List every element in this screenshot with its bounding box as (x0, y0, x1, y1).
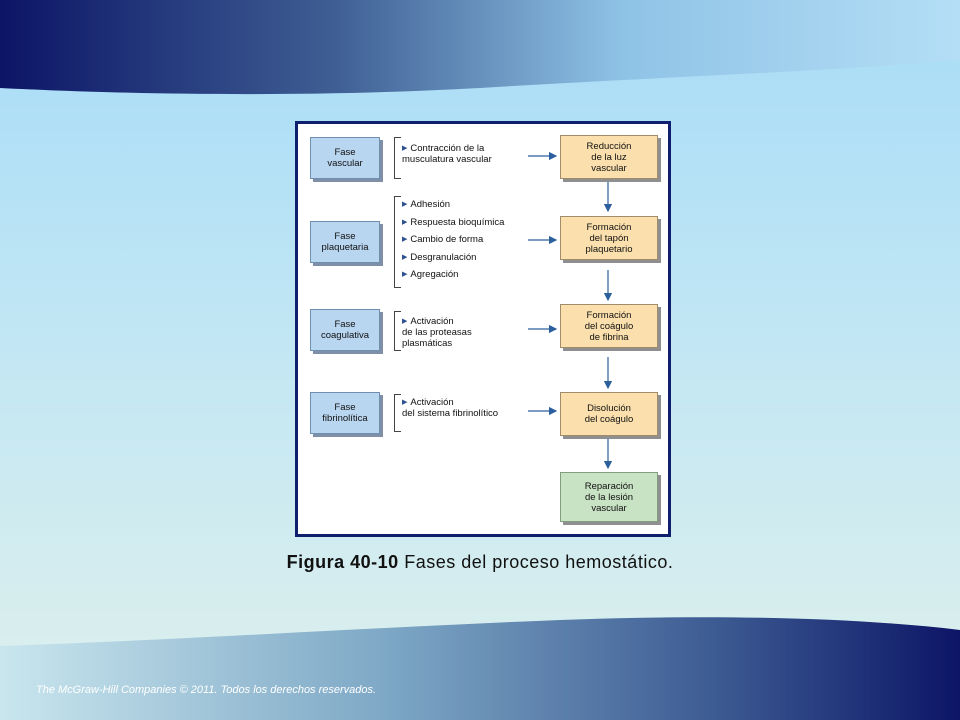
caption-number: Figura 40-10 (286, 552, 399, 572)
result-box-coagulo: Formación del coágulo de fibrina (560, 304, 658, 348)
result-box-disolucion: Disolución del coágulo (560, 392, 658, 436)
triangle-bullet-icon: ▶ (402, 145, 408, 152)
footer-copyright: The McGraw-Hill Companies © 2011. Todos … (36, 684, 377, 696)
phase-box-vascular: Fase vascular (310, 137, 380, 179)
phase-box-fibrinolitica: Fase fibrinolítica (310, 392, 380, 434)
list-item: ▶Contracción de la musculatura vascular (402, 143, 492, 165)
phase-box-coagulativa: Fase coagulativa (310, 309, 380, 351)
result-box-reduccion: Reducción de la luz vascular (560, 135, 658, 179)
result-box-tapon: Formación del tapón plaquetario (560, 216, 658, 260)
triangle-bullet-icon: ▶ (402, 271, 408, 278)
result-box-reparacion: Reparación de la lesión vascular (560, 472, 658, 522)
bracket-fibrinolitica (394, 394, 401, 432)
bracket-plaquetaria (394, 196, 401, 288)
list-item: ▶Desgranulación (402, 252, 477, 263)
phase-box-plaquetaria: Fase plaquetaria (310, 221, 380, 263)
list-item: ▶Activación del sistema fibrinolítico (402, 397, 499, 419)
list-item: ▶Adhesión (402, 199, 451, 210)
bracket-coagulativa (394, 311, 401, 351)
caption-text: Fases del proceso hemostático. (404, 552, 674, 572)
diagram-arrows (528, 151, 613, 470)
list-item: ▶Activación de las proteasas plasmáticas (402, 316, 472, 349)
bottom-wave-band (0, 617, 960, 720)
figure-panel: Fase vascular Fase plaquetaria Fase coag… (295, 121, 671, 537)
triangle-bullet-icon: ▶ (402, 399, 408, 406)
bracket-vascular (394, 137, 401, 179)
triangle-bullet-icon: ▶ (402, 236, 408, 243)
triangle-bullet-icon: ▶ (402, 219, 408, 226)
list-item: ▶Agregación (402, 269, 459, 280)
triangle-bullet-icon: ▶ (402, 201, 408, 208)
list-item: ▶Cambio de forma (402, 234, 484, 245)
figure-caption: Figura 40-10 Fases del proceso hemostáti… (0, 552, 960, 573)
top-wave-band (0, 0, 960, 95)
triangle-bullet-icon: ▶ (402, 318, 408, 325)
triangle-bullet-icon: ▶ (402, 254, 408, 261)
list-item: ▶Respuesta bioquímica (402, 217, 505, 228)
